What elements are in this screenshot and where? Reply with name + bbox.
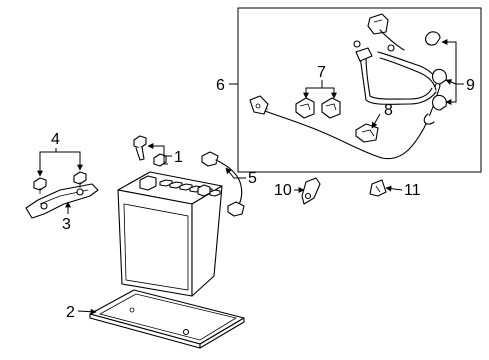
battery-sensor-cable[interactable] bbox=[201, 151, 245, 217]
callout-11: 11 bbox=[404, 182, 421, 199]
hold-down-nut-pair[interactable] bbox=[33, 171, 87, 194]
callout-7: 7 bbox=[317, 64, 326, 81]
callout-5: 5 bbox=[248, 170, 257, 187]
battery[interactable] bbox=[117, 171, 223, 297]
callout-6: 6 bbox=[216, 77, 225, 94]
cable-retainer-clip[interactable] bbox=[369, 179, 387, 197]
callout-10: 10 bbox=[274, 182, 292, 199]
callout-2: 2 bbox=[66, 304, 75, 321]
callout-9: 9 bbox=[466, 77, 475, 94]
battery-hold-down-bracket[interactable] bbox=[25, 183, 99, 219]
cable-holder-set[interactable] bbox=[425, 31, 447, 111]
callout-8: 8 bbox=[384, 102, 393, 119]
cable-bracket-small[interactable] bbox=[301, 177, 321, 205]
callout-1: 1 bbox=[174, 149, 183, 166]
cable-inset-frame bbox=[237, 7, 482, 173]
terminal-bolt-pair[interactable] bbox=[133, 135, 167, 167]
battery-cable-assembly[interactable] bbox=[249, 13, 441, 160]
battery-tray[interactable] bbox=[89, 289, 245, 349]
callout-4: 4 bbox=[51, 131, 60, 148]
callout-3: 3 bbox=[62, 216, 71, 233]
